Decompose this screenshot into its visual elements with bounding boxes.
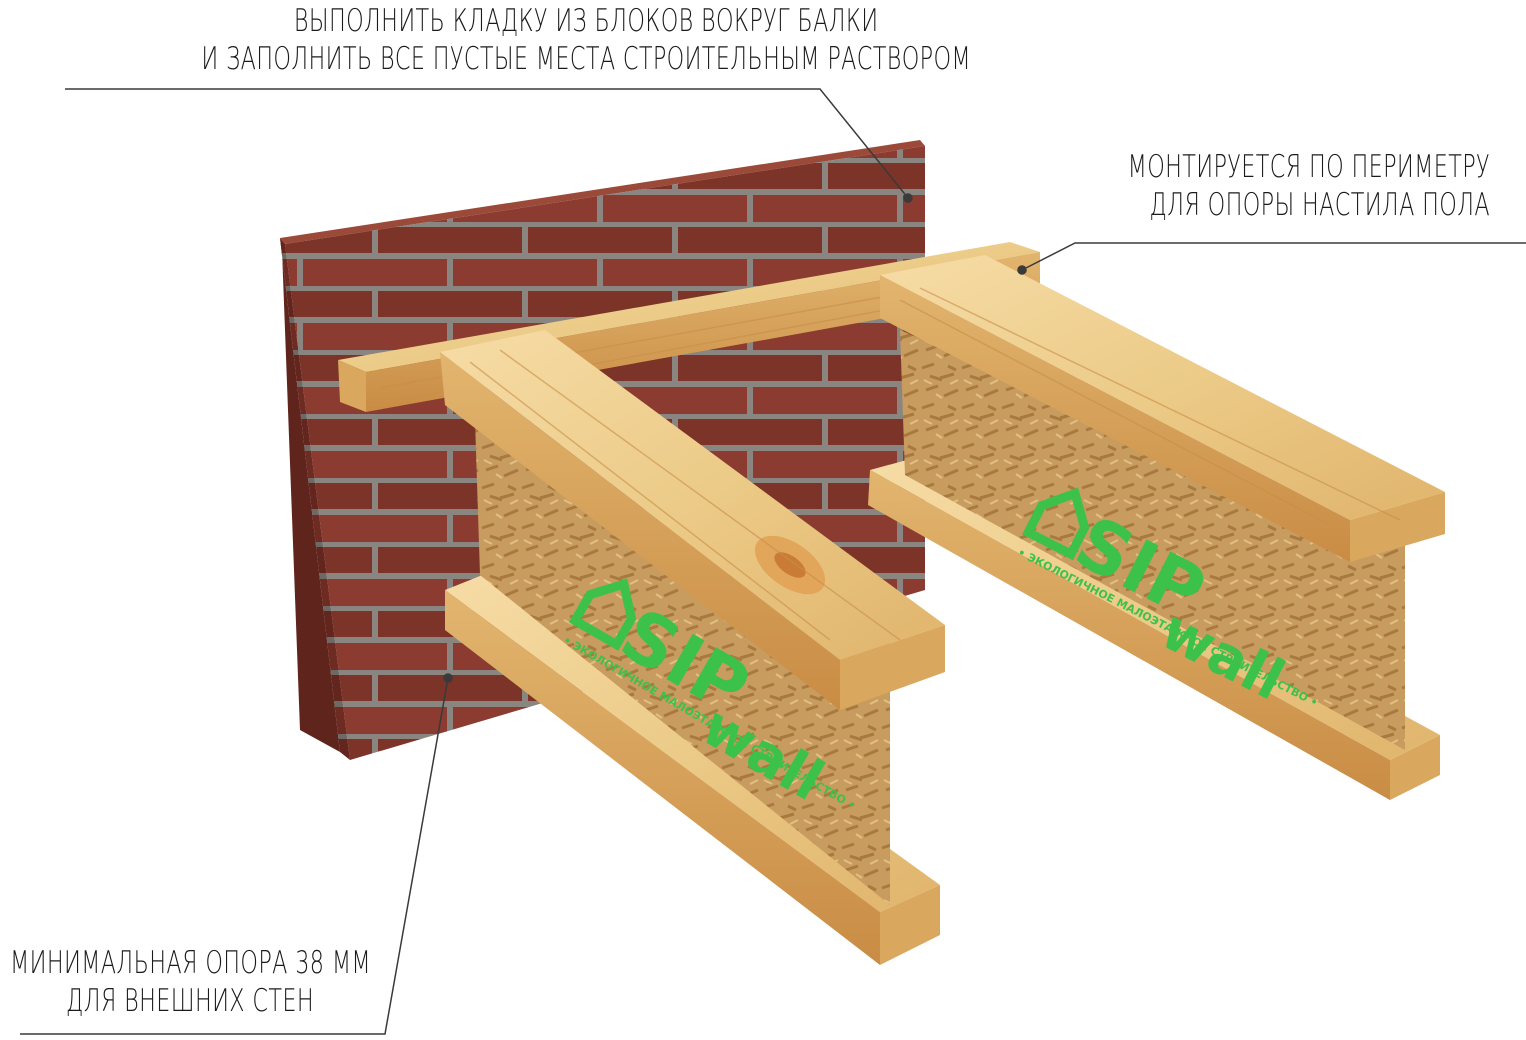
callout-right-line1: МОНТИРУЕТСЯ ПО ПЕРИМЕТРУ <box>1127 149 1490 185</box>
house-icon <box>568 578 637 651</box>
leader-bottom-dot <box>443 673 453 683</box>
leader-right <box>1021 242 1526 271</box>
house-icon <box>1022 487 1090 561</box>
leader-right-dot <box>1017 265 1027 275</box>
i-joist-left <box>440 330 945 965</box>
i-joist-right <box>868 255 1445 800</box>
callout-bottom: МИНИМАЛЬНАЯ ОПОРА 38 ММ ДЛЯ ВНЕШНИХ СТЕН <box>10 944 372 1020</box>
callout-bottom-line1: МИНИМАЛЬНАЯ ОПОРА 38 ММ <box>10 945 372 981</box>
callout-right-line2: ДЛЯ ОПОРЫ НАСТИЛА ПОЛА <box>1149 187 1490 223</box>
callout-bottom-line2: ДЛЯ ВНЕШНИХ СТЕН <box>66 983 314 1019</box>
callout-top: ВЫПОЛНИТЬ КЛАДКУ ИЗ БЛОКОВ ВОКРУГ БАЛКИ … <box>165 2 1007 78</box>
callout-top-line1: ВЫПОЛНИТЬ КЛАДКУ ИЗ БЛОКОВ ВОКРУГ БАЛКИ <box>293 3 879 39</box>
leader-lines <box>20 88 1526 1035</box>
leader-bottom <box>20 677 449 1035</box>
callout-top-line2: И ЗАПОЛНИТЬ ВСЕ ПУСТЫЕ МЕСТА СТРОИТЕЛЬНЫ… <box>201 41 971 77</box>
leader-top <box>65 88 909 199</box>
callout-right: МОНТИРУЕТСЯ ПО ПЕРИМЕТРУ ДЛЯ ОПОРЫ НАСТИ… <box>1044 148 1490 224</box>
leader-top-dot <box>903 193 913 203</box>
